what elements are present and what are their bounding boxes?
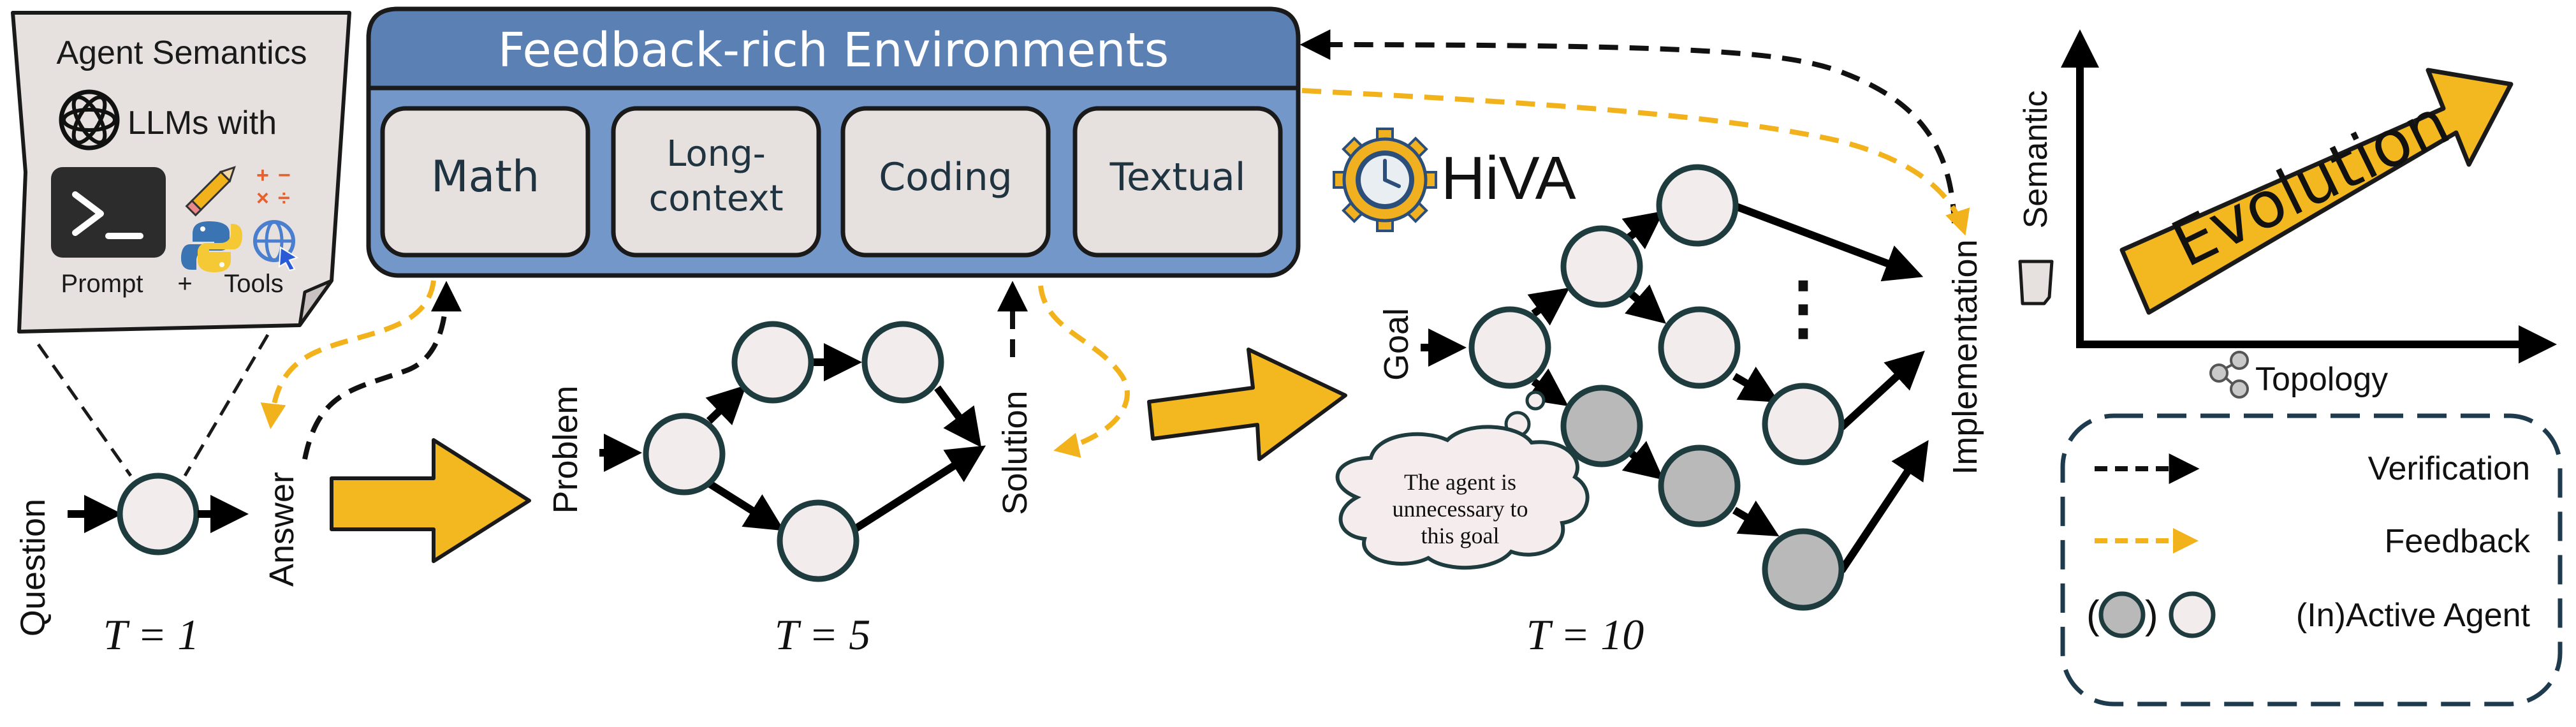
svg-text:÷: ÷: [278, 186, 290, 210]
agent-node-t10-2: [1560, 225, 1643, 308]
implementation-label: Implementation: [1946, 239, 1984, 474]
thought-line-3: this goal: [1421, 523, 1500, 548]
env-math-label: Math: [431, 152, 539, 202]
progress-arrow-2: [1147, 348, 1347, 461]
environments-title: Feedback-rich Environments: [498, 23, 1169, 78]
semantics-link-left: [36, 343, 133, 477]
legend-agents-label: (In)Active Agent: [2296, 597, 2531, 634]
python-icon: [181, 221, 242, 272]
legend-verification-label: Verification: [2368, 450, 2530, 487]
edge-t5-a: [705, 385, 747, 425]
svg-text:×: ×: [256, 186, 269, 210]
agent-semantics-panel: Agent Semantics LLMs with + − × ÷: [11, 11, 351, 334]
semantics-link-right: [183, 334, 270, 477]
llms-with-label: LLMs with: [128, 105, 277, 142]
stage-t1: Question Answer T = 1: [14, 280, 462, 659]
tools-label: Tools: [224, 270, 283, 298]
stage-t10: HiVA Goal ⋮ Implementation The agent is: [1299, 29, 1984, 659]
thought-line-2: unnecessary to: [1393, 496, 1528, 522]
calculator-icon: + − × ÷: [256, 163, 291, 210]
agent-node-t5-1: [643, 413, 726, 496]
edge-t10-3: [1621, 210, 1664, 249]
env-box-textual: Textual: [1072, 106, 1283, 258]
hiva-gear-clock-icon: [1333, 128, 1437, 232]
legend-inactive-agent: [2098, 591, 2146, 638]
thought-bubble: The agent is unnecessary to this goal: [1335, 390, 1590, 570]
evolution-arrow: Evolution: [2119, 68, 2514, 315]
openai-logo-icon: [59, 89, 120, 151]
topology-axis-label: Topology: [2255, 361, 2388, 398]
edge-t10-9: [1838, 350, 1925, 430]
time-label-t10: T = 10: [1526, 610, 1644, 659]
env-box-long-context: Long- context: [611, 106, 821, 258]
question-label: Question: [14, 499, 52, 636]
edge-t10-6: [1732, 366, 1780, 403]
edge-t10-1: [1527, 287, 1570, 326]
topology-icon: [2209, 351, 2249, 399]
problem-label: Problem: [546, 385, 585, 513]
legend: Verification Feedback ( ) (In)Active Age…: [2060, 413, 2563, 707]
agent-node-t10-8: [1762, 528, 1845, 611]
solution-label: Solution: [996, 390, 1034, 515]
progress-arrow-1: [330, 438, 531, 563]
agent-node-t10-5: [1658, 306, 1741, 389]
agent-node-t10-4: [1656, 164, 1739, 247]
prompt-label: Prompt: [61, 270, 143, 298]
evolution-plot: Semantic Topology Evolution: [2017, 29, 2557, 399]
agent-node-t10-6: [1658, 444, 1741, 527]
evolution-label: Evolution: [2160, 84, 2460, 282]
svg-text:+: +: [256, 163, 269, 187]
edge-t10-5: [1621, 441, 1664, 480]
plus-label: +: [177, 270, 192, 298]
env-long-context-line1: Long-: [666, 133, 766, 175]
agent-node-t10-7: [1762, 383, 1845, 466]
pencil-icon: [185, 166, 236, 217]
feedback-arrow-t1: [260, 280, 436, 429]
stage-t5: Problem Solution T = 5: [546, 281, 1130, 659]
time-label-t1: T = 1: [103, 610, 199, 659]
edge-t10-7: [1732, 500, 1780, 537]
env-coding-label: Coding: [879, 155, 1012, 200]
edge-t5-c: [934, 385, 982, 448]
agent-node-t1: [117, 473, 200, 555]
edge-t10-4: [1625, 284, 1667, 324]
svg-text:−: −: [278, 163, 291, 187]
env-long-context-line2: context: [648, 178, 783, 219]
agent-node-t5-2: [731, 321, 814, 404]
env-textual-label: Textual: [1109, 155, 1246, 200]
agent-node-t5-3: [861, 321, 944, 404]
verification-arrow-t10: [1299, 29, 1957, 224]
legend-paren-close: ): [2145, 593, 2158, 637]
web-globe-icon: [253, 220, 299, 272]
verification-arrow-t1: [302, 281, 462, 460]
env-box-math: Math: [380, 106, 590, 258]
edge-t10-8: [1731, 202, 1924, 282]
edge-t5-e: [852, 445, 986, 533]
feedback-arrow-t10: [1301, 88, 1970, 236]
legend-paren-open: (: [2086, 593, 2100, 637]
env-box-coding: Coding: [840, 106, 1051, 258]
time-label-t5: T = 5: [775, 610, 870, 659]
agent-node-t5-4: [777, 499, 860, 582]
answer-label: Answer: [263, 472, 301, 587]
hiva-brand: HiVA: [1441, 144, 1576, 212]
feedback-arrow-t5: [1038, 285, 1130, 458]
legend-active-agent: [2169, 591, 2216, 638]
vertical-ellipsis: ⋮: [1768, 268, 1838, 347]
edge-t10-2: [1526, 368, 1569, 406]
terminal-icon: [51, 167, 166, 258]
agent-node-t10-3: [1560, 385, 1643, 467]
goal-label: Goal: [1377, 308, 1416, 381]
edge-t5-d: [706, 480, 785, 531]
semantic-axis-label: Semantic: [2017, 91, 2054, 229]
semantic-axis-icon: [2018, 260, 2054, 305]
environments-panel: Feedback-rich Environments Math Long- co…: [366, 6, 1301, 278]
thought-line-1: The agent is: [1404, 469, 1516, 495]
legend-feedback-label: Feedback: [2385, 523, 2531, 560]
edge-t10-10: [1838, 440, 1929, 573]
agent-node-t10-1: [1468, 306, 1551, 389]
agent-semantics-title: Agent Semantics: [56, 34, 307, 71]
